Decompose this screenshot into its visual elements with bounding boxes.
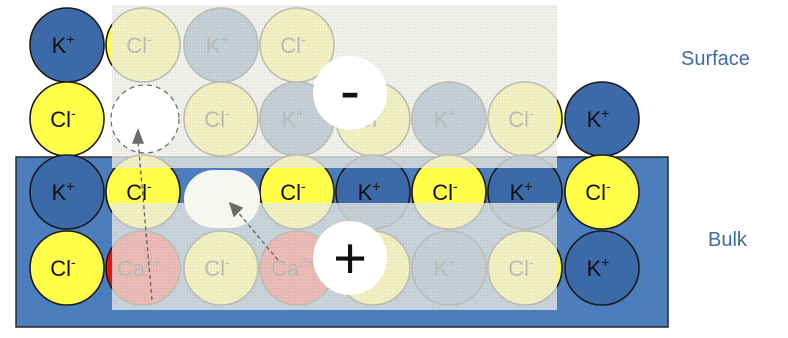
bulk-label: Bulk (708, 229, 747, 252)
surface-label: Surface (681, 48, 750, 71)
bulk-vacancy (184, 170, 260, 228)
negative-charge-symbol: - (340, 57, 360, 124)
positive-charge-symbol: + (333, 226, 367, 291)
surface-vacancy (111, 85, 179, 153)
